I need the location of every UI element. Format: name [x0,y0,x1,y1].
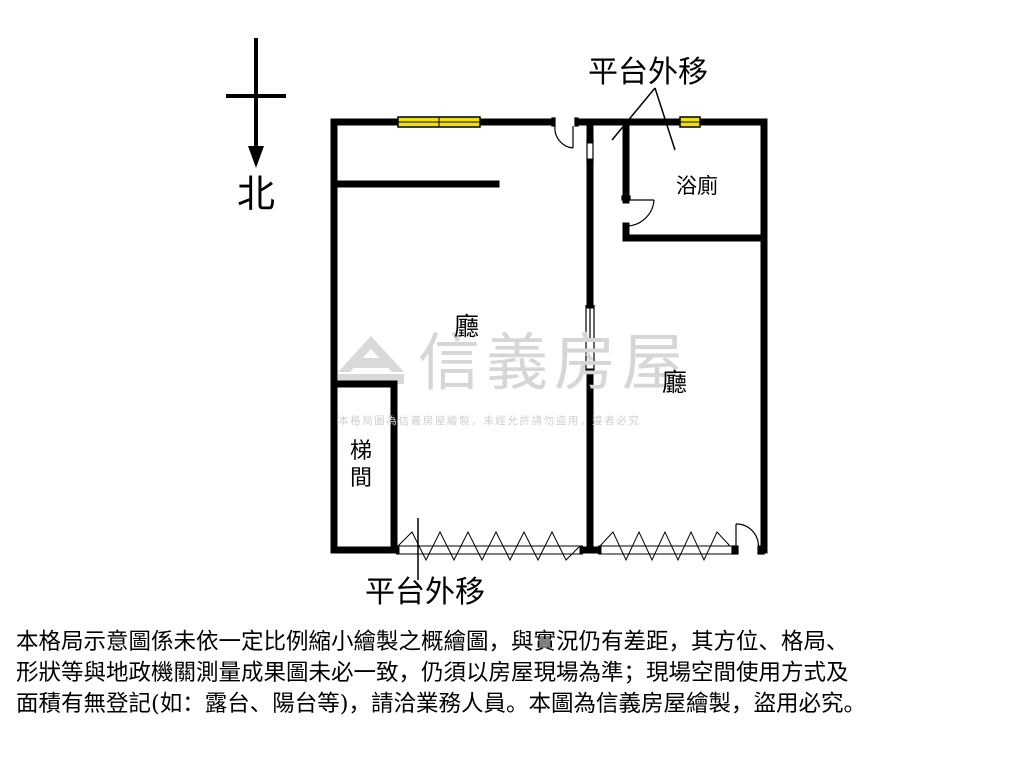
watermark-brand: 信義房屋 [418,326,691,399]
brand-logo-icon [338,336,404,384]
watermark-notice: 本格局圖為信義房屋繪製，未經允許請勿盜用，違者必究 [338,415,641,427]
walls [330,118,768,554]
north-arrow-icon [226,38,286,168]
hall-label-right: 廳 [662,368,688,397]
window-top-left [397,116,481,128]
disclaimer: 本格局示意圖係未依一定比例縮小繪製之概繪圖，與實況仍有差距，其方位、格局、 形狀… [16,627,1016,720]
platform-label-top: 平台外移 [588,55,708,90]
window-bathroom [679,116,701,128]
disclaimer-line: 面積有無登記(如：露台、陽台等)，請洽業務人員。本圖為信義房屋繪製，盜用必究。 [16,691,867,717]
door-top-entrance [551,117,579,149]
hall-label-left: 廳 [454,312,480,341]
bathroom-label: 浴廁 [676,174,718,198]
folding-door-left [396,530,583,562]
platform-leader-lines [417,87,676,580]
folding-door-right [598,530,734,562]
door-bathroom [621,195,655,227]
door-partition-top [586,139,594,163]
sliding-door-partition [585,305,595,372]
disclaimer-line: 本格局示意圖係未依一定比例縮小繪製之概繪圖，與實況仍有差距，其方位、格局、 [16,629,849,655]
stair-label-line2: 間 [350,466,373,491]
door-bottom-right [731,523,765,555]
disclaimer-line: 形狀等與地政機關測量成果圖未必一致，仍須以房屋現場為準；現場空間使用方式及 [16,660,849,686]
floor-plan [226,38,768,580]
north-label: 北 [237,172,276,216]
platform-label-bottom: 平台外移 [365,575,485,610]
stair-label-line1: 梯 [350,439,373,464]
